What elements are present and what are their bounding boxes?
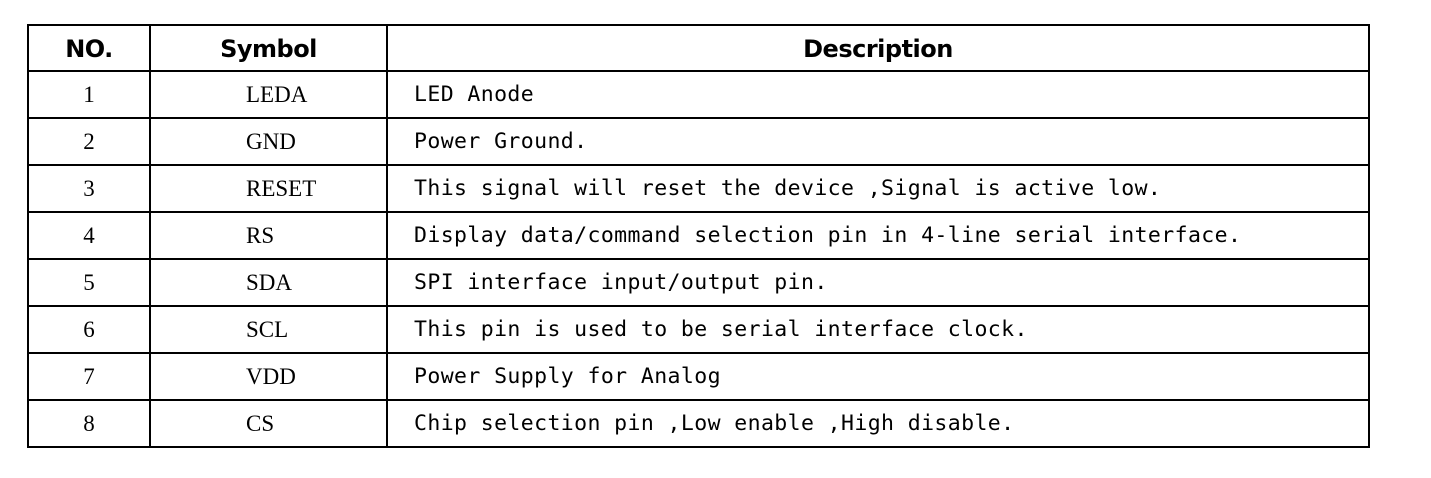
pin-description: Chip selection pin ,Low enable ,High dis…: [386, 399, 1370, 448]
header-description: Description: [386, 24, 1370, 72]
pin-description: LED Anode: [386, 70, 1370, 119]
pin-number: 3: [27, 164, 151, 213]
pin-number: 7: [27, 352, 151, 401]
table-header-row: NO. Symbol Description: [27, 24, 1370, 72]
table-row: 6 SCL This pin is used to be serial inte…: [27, 305, 1370, 354]
pin-symbol: GND: [149, 117, 388, 166]
header-no: NO.: [27, 24, 151, 72]
pin-number: 4: [27, 211, 151, 260]
table-row: 2 GND Power Ground.: [27, 117, 1370, 166]
table-row: 8 CS Chip selection pin ,Low enable ,Hig…: [27, 399, 1370, 448]
header-symbol: Symbol: [149, 24, 388, 72]
table-row: 7 VDD Power Supply for Analog: [27, 352, 1370, 401]
pin-description: Display data/command selection pin in 4-…: [386, 211, 1370, 260]
table-row: 3 RESET This signal will reset the devic…: [27, 164, 1370, 213]
pin-description: Power Ground.: [386, 117, 1370, 166]
pin-description: Power Supply for Analog: [386, 352, 1370, 401]
pin-symbol: VDD: [149, 352, 388, 401]
pin-description: SPI interface input/output pin.: [386, 258, 1370, 307]
pin-symbol: SDA: [149, 258, 388, 307]
pin-symbol: CS: [149, 399, 388, 448]
pin-description-table: NO. Symbol Description 1 LEDA LED Anode …: [27, 24, 1370, 448]
pin-symbol: RESET: [149, 164, 388, 213]
pin-number: 6: [27, 305, 151, 354]
pin-symbol: LEDA: [149, 70, 388, 119]
pin-description: This pin is used to be serial interface …: [386, 305, 1370, 354]
table-row: 1 LEDA LED Anode: [27, 70, 1370, 119]
pin-number: 1: [27, 70, 151, 119]
pin-description: This signal will reset the device ,Signa…: [386, 164, 1370, 213]
pin-number: 8: [27, 399, 151, 448]
pin-symbol: SCL: [149, 305, 388, 354]
table-row: 5 SDA SPI interface input/output pin.: [27, 258, 1370, 307]
pin-number: 5: [27, 258, 151, 307]
table-row: 4 RS Display data/command selection pin …: [27, 211, 1370, 260]
pin-symbol: RS: [149, 211, 388, 260]
pin-number: 2: [27, 117, 151, 166]
